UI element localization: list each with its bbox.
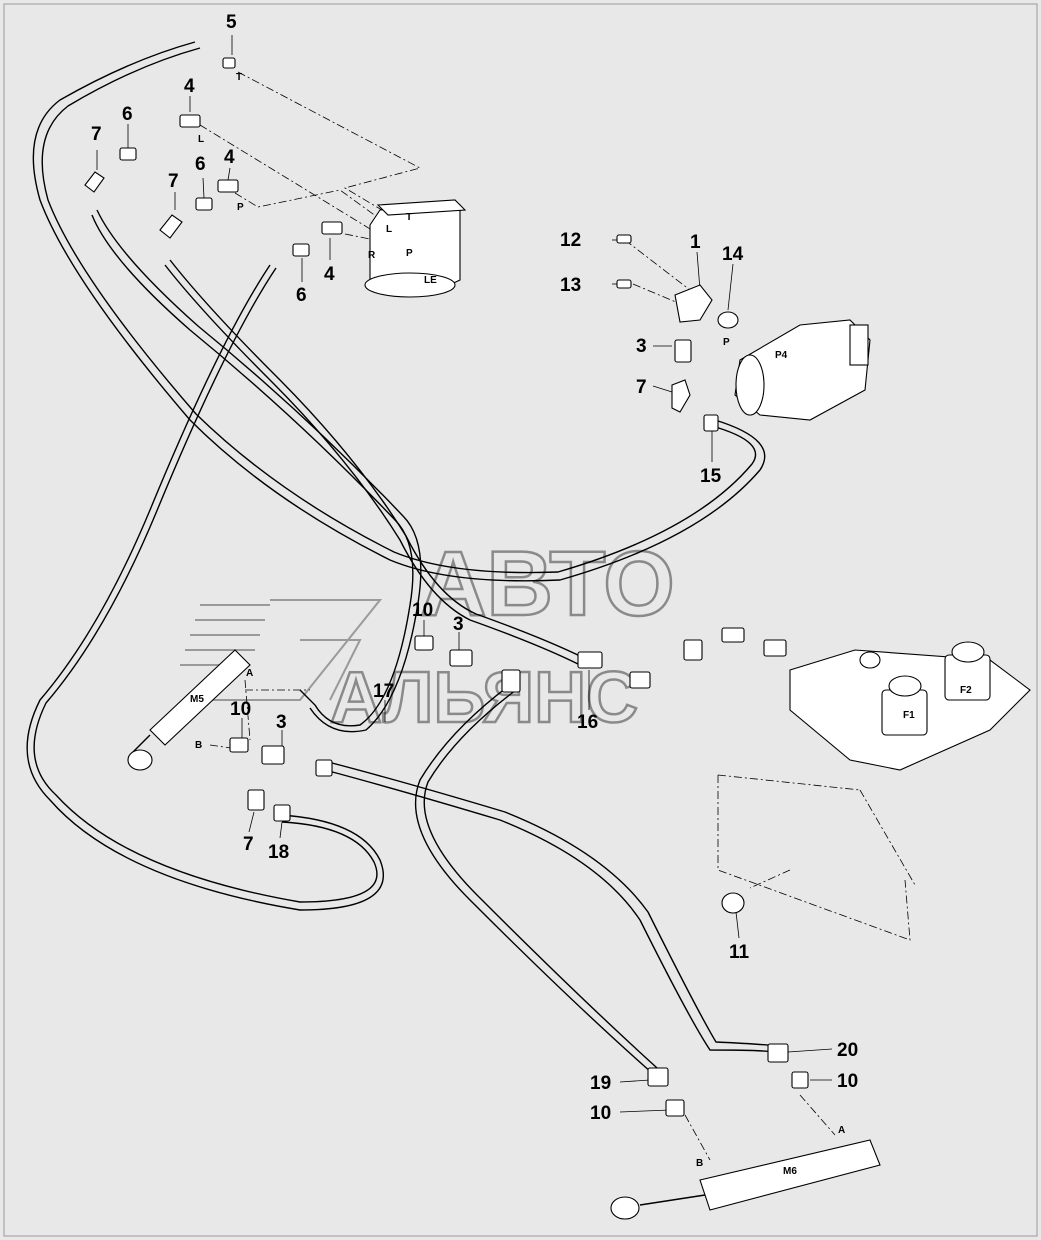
port-p-pump: P (723, 337, 730, 348)
callout-7: 7 (168, 171, 179, 192)
valve-label-le: LE (424, 275, 437, 286)
callout-16: 16 (577, 712, 598, 733)
port-t: T (236, 72, 242, 83)
cylinder-m5 (127, 649, 251, 771)
valve-block-le (364, 199, 467, 298)
port-l-valve: L (386, 224, 392, 235)
diagram-border (3, 3, 1038, 1237)
callout-10: 10 (837, 1071, 858, 1092)
filter-plate (789, 641, 1031, 771)
pump-fitting-1 (674, 284, 739, 329)
callout-3: 3 (453, 614, 464, 635)
port-b-m5: B (195, 740, 202, 751)
callout-12: 12 (560, 230, 581, 251)
port-l: L (198, 134, 204, 145)
callout-10: 10 (230, 699, 251, 720)
callout-13: 13 (560, 275, 581, 296)
filter-label-f1: F1 (903, 710, 915, 721)
callout-6: 6 (122, 104, 133, 125)
callout-17: 17 (373, 681, 394, 702)
port-p: P (237, 202, 244, 213)
port-p-valve: P (406, 248, 413, 259)
watermark-line2: АЛЬЯНС (330, 658, 638, 738)
callout-11: 11 (729, 942, 750, 963)
watermark-line1: АВТО (420, 533, 675, 635)
cylinder-label-m5: M5 (190, 694, 204, 705)
port-b-m6: B (696, 1158, 703, 1169)
cylinder-label-m6: M6 (783, 1166, 797, 1177)
callout-20: 20 (837, 1040, 858, 1061)
callout-1: 1 (690, 232, 701, 253)
callout-4: 4 (224, 147, 235, 168)
callout-6: 6 (195, 154, 206, 175)
callout-3: 3 (636, 336, 647, 357)
filter-label-f2: F2 (960, 685, 972, 696)
pump-label-p4: P4 (775, 350, 788, 361)
callout-7: 7 (243, 834, 254, 855)
port-a-m6: A (838, 1125, 845, 1136)
callout-6: 6 (296, 285, 307, 306)
port-t-valve: T (406, 212, 412, 223)
cylinder-m6 (610, 1139, 881, 1220)
port-labels: T L P T L R P LE P P4 F1 F2 M5 A B M6 A … (190, 72, 972, 1177)
callout-10: 10 (590, 1103, 611, 1124)
port-r-valve: R (368, 250, 376, 261)
watermark-logo (180, 599, 383, 701)
callout-10: 10 (412, 600, 433, 621)
callout-18: 18 (268, 842, 289, 863)
hydraulic-pump-p4 (734, 319, 871, 421)
fittings (84, 57, 809, 1117)
callout-numbers: 5 4 6 7 4 6 7 4 6 12 13 1 14 3 7 15 10 3… (91, 12, 858, 1124)
callout-4: 4 (184, 76, 195, 97)
hoses (26, 41, 779, 1081)
callout-19: 19 (590, 1073, 611, 1094)
watermark: АВТО АЛЬЯНС (180, 532, 676, 739)
callout-15: 15 (700, 466, 722, 487)
port-a-m5: A (246, 668, 253, 679)
callout-5: 5 (226, 12, 237, 33)
callout-7: 7 (636, 377, 647, 398)
callout-7: 7 (91, 124, 102, 145)
callout-3: 3 (276, 712, 287, 733)
callout-14: 14 (722, 244, 744, 265)
callout-4: 4 (324, 264, 335, 285)
